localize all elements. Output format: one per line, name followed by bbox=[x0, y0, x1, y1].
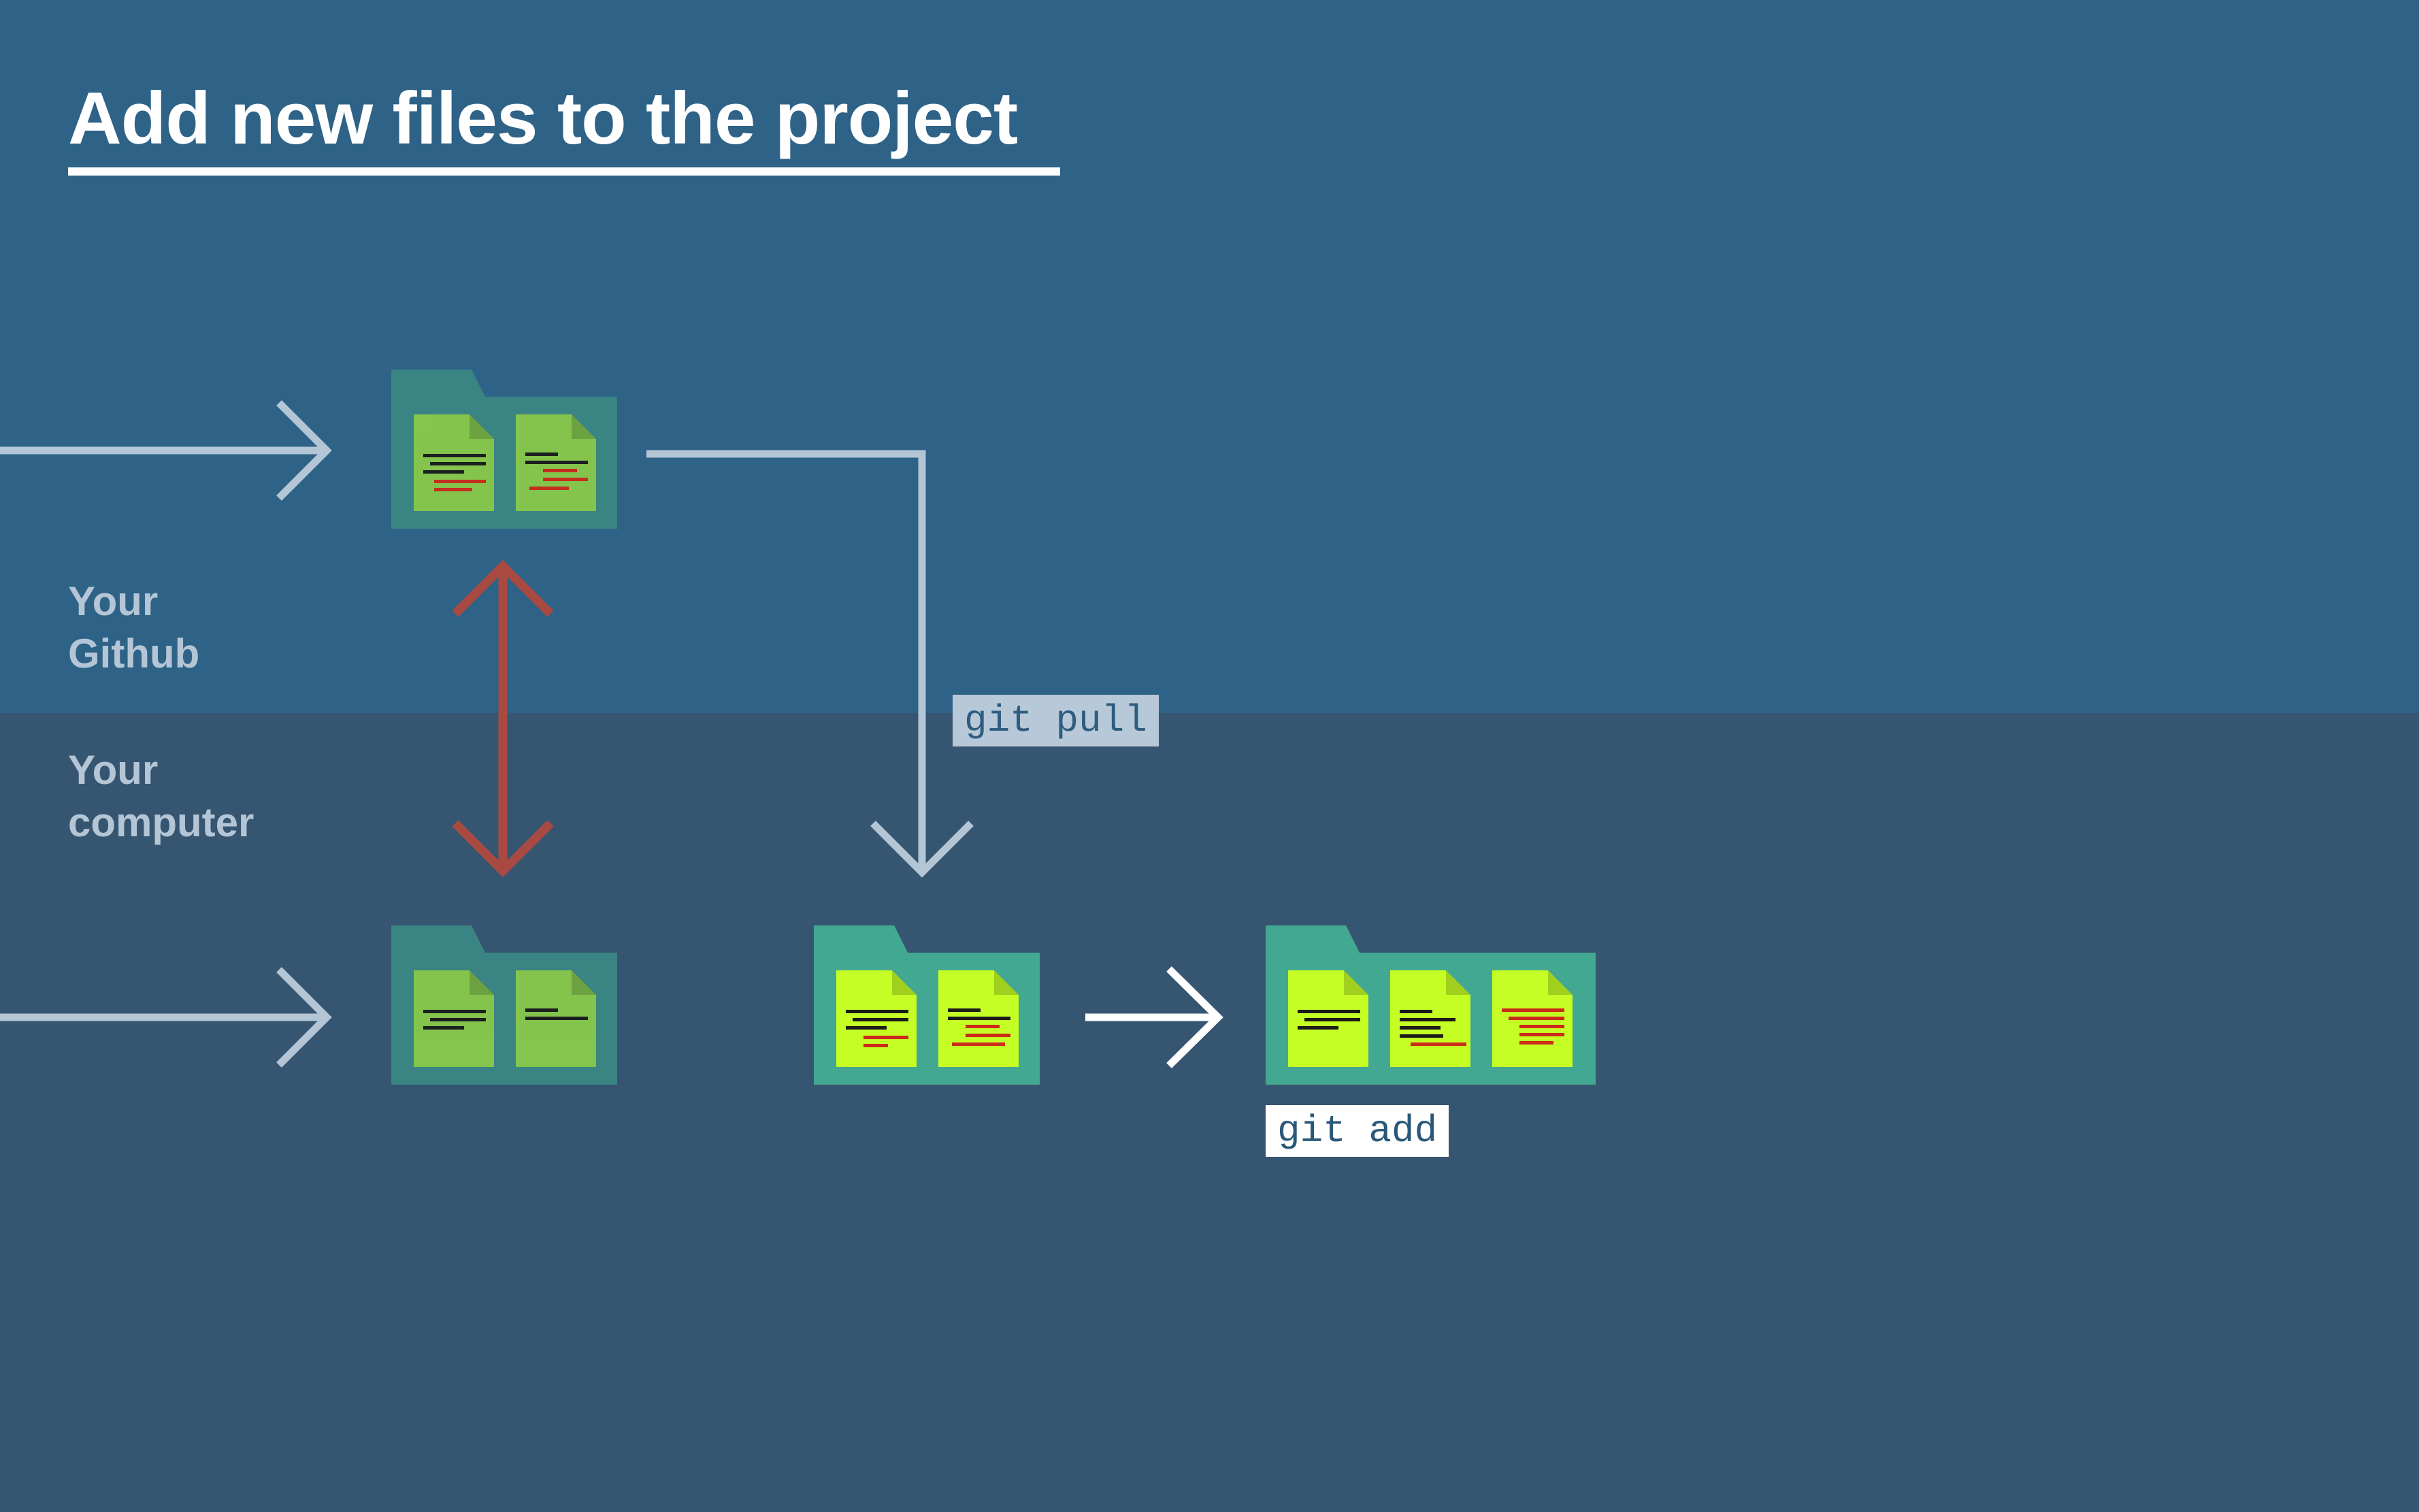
github-region bbox=[0, 0, 2419, 713]
git-add-arrow-icon bbox=[1085, 966, 1223, 1068]
git-pull-command: git pull bbox=[953, 695, 1159, 746]
github-label-line-2: Github bbox=[68, 631, 200, 676]
computer-region-label: Your computer bbox=[68, 744, 254, 849]
github-region-label: Your Github bbox=[68, 575, 199, 680]
git-pull-arrow-icon bbox=[646, 450, 974, 878]
computer-label-line-2: computer bbox=[68, 800, 254, 845]
computer-input-arrow-icon bbox=[0, 967, 332, 1068]
git-add-command: git add bbox=[1266, 1105, 1449, 1157]
file-icon bbox=[836, 970, 917, 1067]
github-label-line-1: Your bbox=[68, 578, 159, 624]
file-icon bbox=[516, 414, 596, 511]
github-folder-icon bbox=[391, 369, 617, 529]
file-icon bbox=[938, 970, 1019, 1067]
github-input-arrow-icon bbox=[0, 400, 332, 501]
pulled-folder-icon bbox=[814, 925, 1040, 1085]
file-icon bbox=[1390, 970, 1470, 1067]
file-icon bbox=[516, 970, 596, 1067]
file-icon bbox=[1492, 970, 1573, 1067]
page-title: Add new files to the project bbox=[68, 77, 1018, 160]
added-folder-icon bbox=[1266, 925, 1596, 1085]
computer-folder-icon bbox=[391, 925, 617, 1085]
file-icon bbox=[414, 970, 494, 1067]
file-icon bbox=[414, 414, 494, 511]
computer-region bbox=[0, 713, 2419, 1512]
file-icon bbox=[1288, 970, 1368, 1067]
title-underline bbox=[68, 167, 1060, 176]
computer-label-line-1: Your bbox=[68, 747, 159, 793]
sync-double-arrow-icon bbox=[452, 559, 554, 878]
